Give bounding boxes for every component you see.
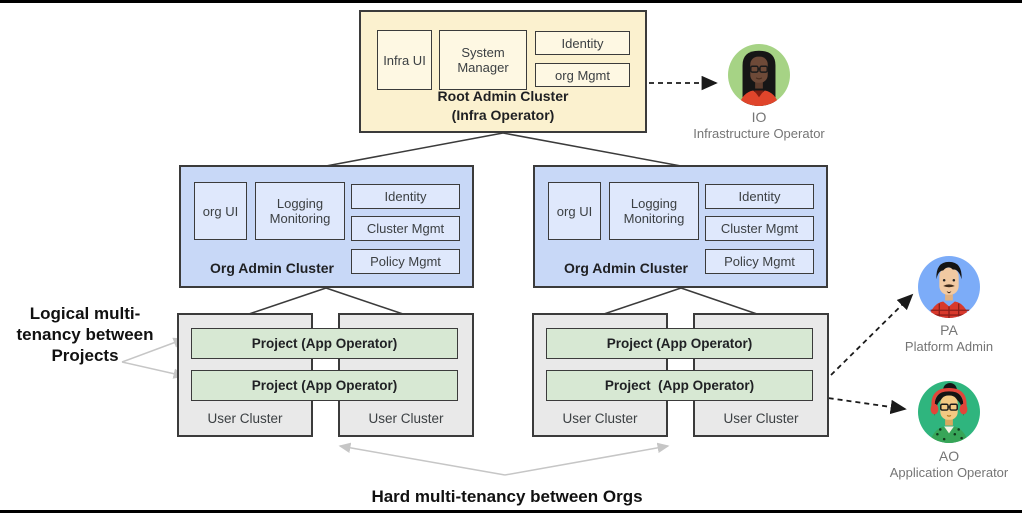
cluster-mgmt-box: Cluster Mgmt — [705, 216, 814, 241]
hard-tenancy-label: Hard multi-tenancy between Orgs — [371, 487, 643, 506]
io-abbr: IO — [751, 109, 767, 125]
project-bar: Project (App Operator) — [191, 370, 458, 401]
org-admin-cluster-left: org UI Logging Monitoring Identity Clust… — [179, 165, 474, 288]
project-bar: Project (App Operator) — [191, 328, 458, 359]
ao-abbr: AO — [938, 448, 960, 464]
root-cluster-title: Root Admin Cluster (Infra Operator) — [361, 87, 645, 125]
org-admin-cluster-right: org UI Logging Monitoring Identity Clust… — [533, 165, 828, 288]
pa-avatar-icon — [918, 256, 980, 318]
user-cluster-label: User Cluster — [723, 411, 799, 426]
org-cluster-title: Org Admin Cluster — [210, 260, 334, 276]
logical-tenancy-label: Logical multi-tenancy between Projects — [16, 304, 154, 365]
logging-monitoring-box: Logging Monitoring — [255, 182, 345, 240]
project-bar: Project (App Operator) — [546, 328, 813, 359]
org-ui-box: org UI — [194, 182, 247, 240]
hard-tenancy-arrow — [338, 442, 670, 476]
root-admin-cluster: Infra UI System Manager Identity org Mgm… — [359, 10, 647, 133]
pa-role: Platform Admin — [904, 339, 994, 354]
infra-ui-box: Infra UI — [377, 30, 432, 90]
policy-mgmt-box: Policy Mgmt — [351, 249, 460, 274]
io-avatar-icon — [728, 44, 790, 106]
identity-box: Identity — [535, 31, 630, 55]
identity-box: Identity — [705, 184, 814, 209]
logging-monitoring-box: Logging Monitoring — [609, 182, 699, 240]
ao-avatar-icon — [918, 381, 980, 443]
user-cluster-label: User Cluster — [562, 411, 638, 426]
identity-box: Identity — [351, 184, 460, 209]
org-cluster-title: Org Admin Cluster — [564, 260, 688, 276]
ao-persona-label: AO Application Operator — [854, 448, 1022, 481]
policy-mgmt-box: Policy Mgmt — [705, 249, 814, 274]
org-mgmt-box: org Mgmt — [535, 63, 630, 87]
pa-abbr: PA — [940, 322, 958, 338]
cluster-mgmt-box: Cluster Mgmt — [351, 216, 460, 241]
system-manager-box: System Manager — [439, 30, 527, 90]
user-cluster-label: User Cluster — [368, 411, 444, 426]
io-role: Infrastructure Operator — [693, 126, 825, 141]
user-cluster-label: User Cluster — [207, 411, 283, 426]
root-cluster-title-line2: (Infra Operator) — [451, 107, 555, 123]
io-persona-label: IO Infrastructure Operator — [659, 109, 859, 142]
top-border-bar — [0, 0, 1022, 3]
org-ui-box: org UI — [548, 182, 601, 240]
pa-persona-label: PA Platform Admin — [854, 322, 1022, 355]
root-cluster-title-line1: Root Admin Cluster — [437, 88, 569, 104]
ao-role: Application Operator — [889, 465, 1009, 480]
bottom-border-bar — [0, 510, 1022, 513]
project-bar: Project (App Operator) — [546, 370, 813, 401]
